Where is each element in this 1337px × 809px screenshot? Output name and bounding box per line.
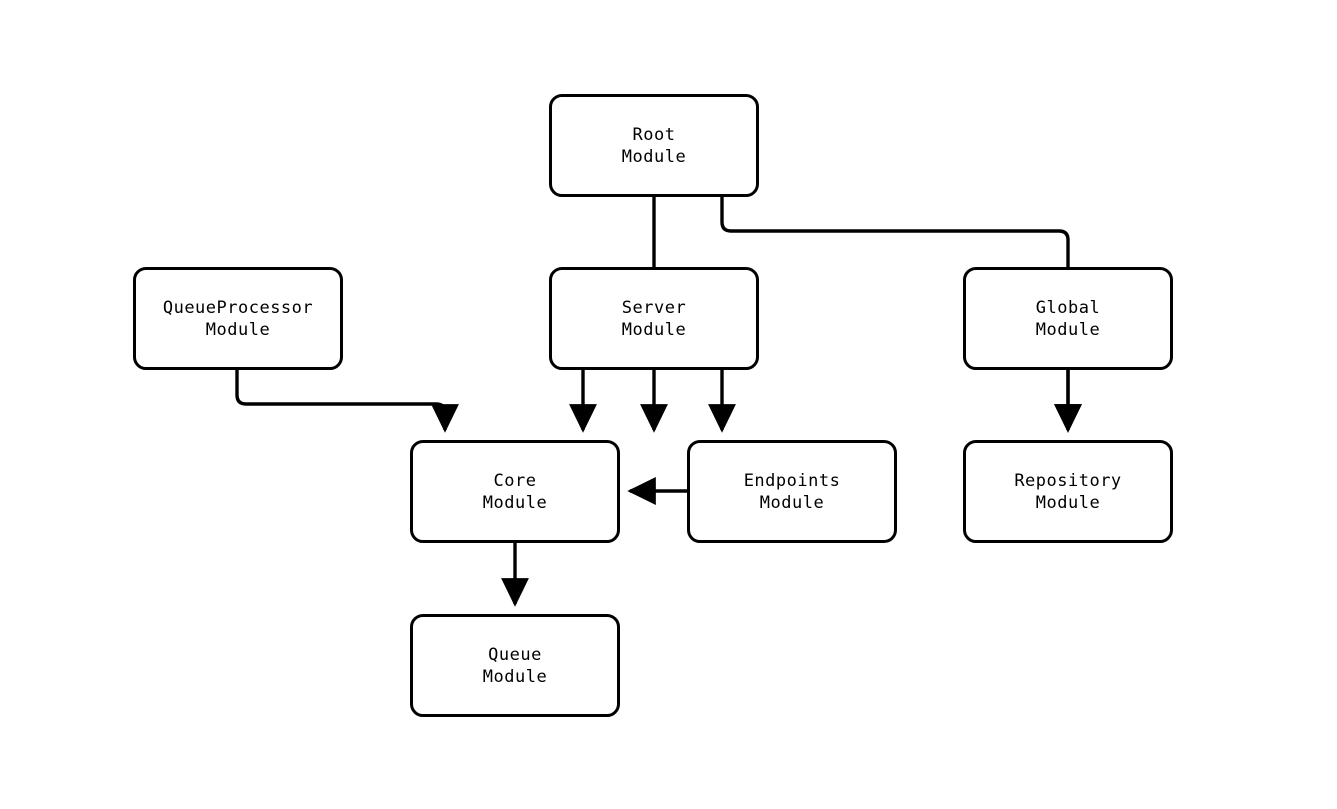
node-queue-line2: Module (482, 666, 548, 687)
node-repository-line2: Module (1035, 492, 1101, 513)
node-core-line1: Core (493, 470, 537, 491)
node-endpoints-line2: Module (759, 492, 825, 513)
node-root[interactable]: Root Module (549, 94, 759, 197)
node-global[interactable]: Global Module (963, 267, 1173, 370)
node-global-line2: Module (1035, 319, 1101, 340)
node-server-line2: Module (621, 319, 687, 340)
node-server-line1: Server (621, 297, 687, 318)
node-queueprocessor-line1: QueueProcessor (162, 297, 314, 318)
node-global-line1: Global (1035, 297, 1101, 318)
node-root-line2: Module (621, 146, 687, 167)
node-core-line2: Module (482, 492, 548, 513)
node-repository[interactable]: Repository Module (963, 440, 1173, 543)
node-server[interactable]: Server Module (549, 267, 759, 370)
node-queue[interactable]: Queue Module (410, 614, 620, 717)
node-endpoints[interactable]: Endpoints Module (687, 440, 897, 543)
node-queue-line1: Queue (488, 644, 542, 665)
node-root-line1: Root (632, 124, 676, 145)
node-queueprocessor[interactable]: QueueProcessor Module (133, 267, 343, 370)
edge-queueprocessor-to-core (235, 370, 459, 433)
node-repository-line1: Repository (1014, 470, 1122, 491)
node-core[interactable]: Core Module (410, 440, 620, 543)
node-endpoints-line1: Endpoints (743, 470, 841, 491)
node-queueprocessor-line2: Module (205, 319, 271, 340)
